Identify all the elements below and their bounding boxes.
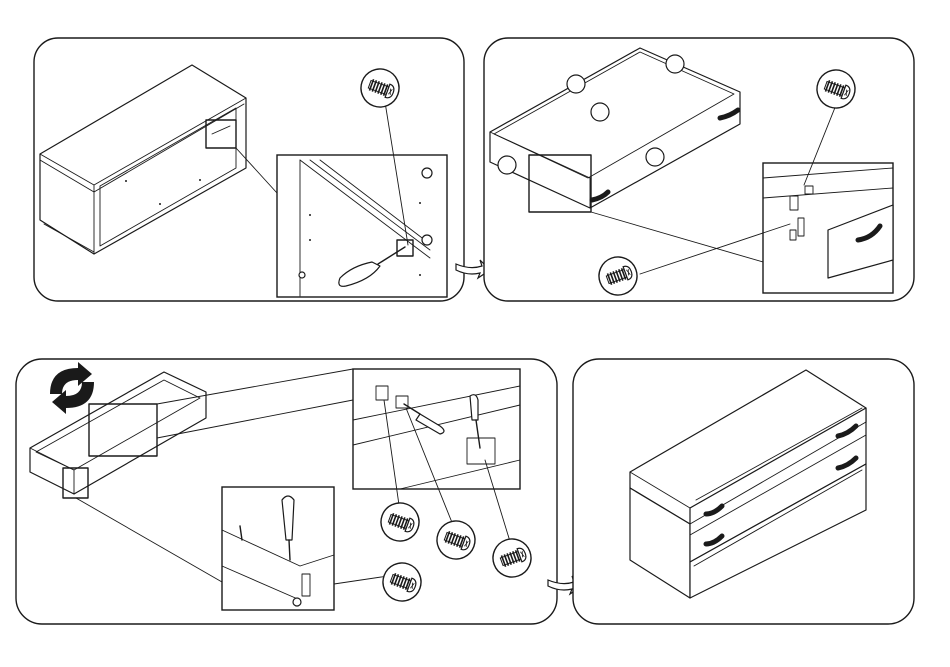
detail-slide-bottom (222, 487, 334, 610)
detail-front-fitting (763, 163, 893, 293)
detail-slide-top (353, 369, 520, 489)
panel-step-1 (34, 38, 464, 301)
panel-step-3 (16, 359, 557, 624)
panel-step-4 (573, 359, 914, 624)
panel-step-2 (484, 38, 914, 301)
detail-rail-screwing (277, 155, 447, 297)
